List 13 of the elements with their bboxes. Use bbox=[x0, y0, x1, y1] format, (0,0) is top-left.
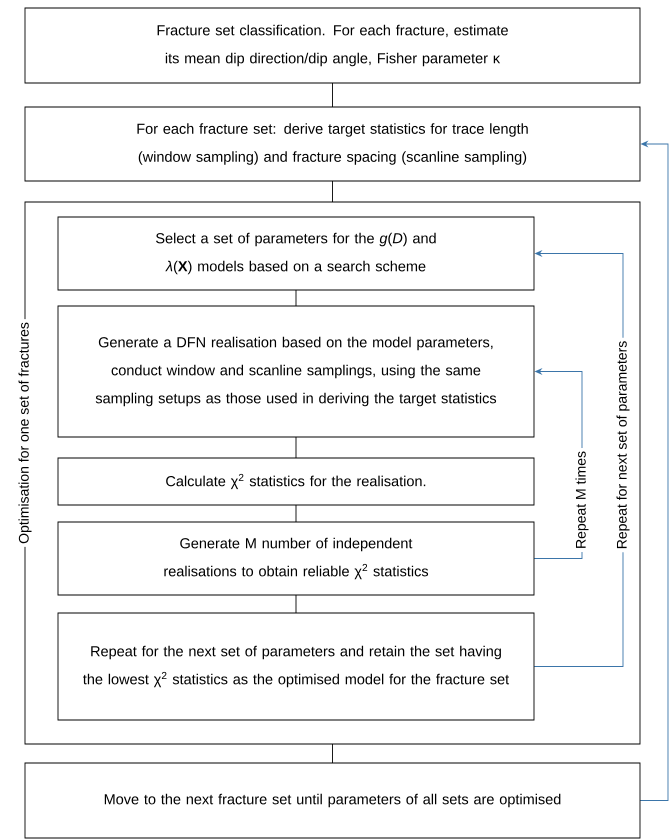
process-box: Generate M number of independent realisations to obtain reliable χ$^{2}$ statistics bbox=[58, 522, 534, 596]
process-box: Repeat for the next set of parameters and retain the set having the lowest χ$^{2}$ statistics as the optimised model for the fracture set bbox=[58, 612, 534, 720]
process-box: Fracture set classification. For each fracture, estimate its mean dip direction/dip angle, Fisher parameter κ bbox=[24, 8, 640, 84]
process-box: For each fracture set: derive target statistics for trace length (window sampling) and fracture spacing (scanline sampling) bbox=[24, 106, 640, 182]
process-box: Select a set of parameters for the g(D) and λ(X) models based on a search scheme bbox=[58, 216, 534, 290]
process-box: Calculate χ$^{2}$ statistics for the realisation. bbox=[58, 458, 534, 506]
connector-line bbox=[332, 181, 333, 202]
edge-label: Repeat for next set of parameters bbox=[613, 338, 633, 552]
connector-line bbox=[332, 83, 333, 107]
process-box: Move to the next fracture set until parameters of all sets are optimised bbox=[24, 762, 640, 838]
process-box: Generate a DFN realisation based on the model parameters, conduct window and scanline samplings, using the same sampling setups as those used in deriving the target statistics bbox=[58, 306, 534, 438]
edge-label: Repeat M times bbox=[572, 448, 592, 552]
connector-line bbox=[332, 744, 333, 763]
